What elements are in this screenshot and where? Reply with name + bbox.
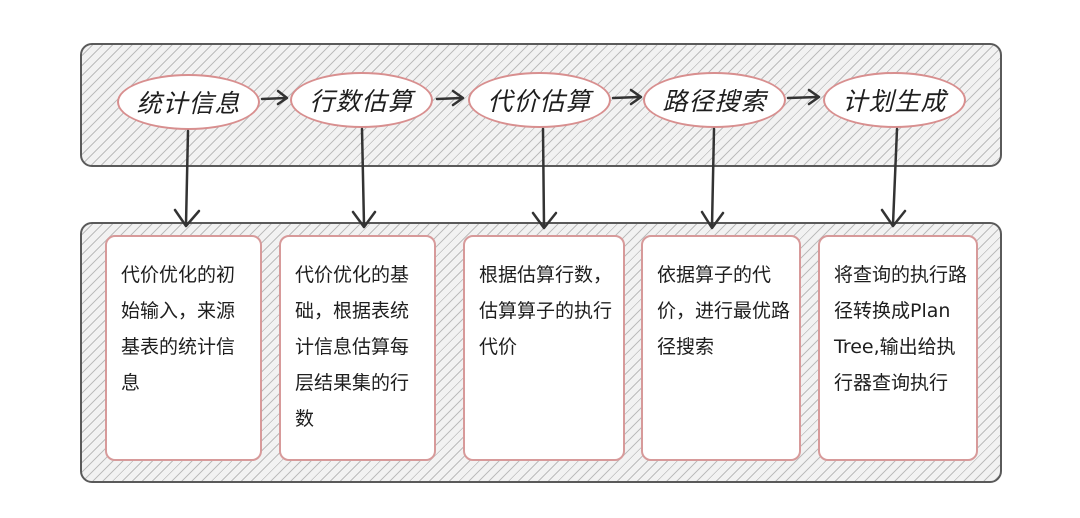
stage-cost-estimation-label: 代价估算 [487,87,592,116]
stage-plan-generation: 计划生成 [823,72,966,128]
stage-cost-estimation: 代价估算 [468,72,611,128]
stage-statistics-label: 统计信息 [136,89,241,118]
stage-row-estimation: 行数估算 [290,72,433,128]
card-row-estimation: 代价优化的基础，根据表统计信息估算每层结果集的行数 [279,235,436,461]
card-path-search-text: 依据算子的代价，进行最优路径搜索 [657,264,791,358]
card-statistics-text: 代价优化的初始输入，来源基表的统计信息 [121,264,236,394]
stage-row-estimation-label: 行数估算 [309,87,414,116]
card-plan-generation-text: 将查询的执行路径转换成Plan Tree,输出给执行器查询执行 [834,264,968,394]
stage-path-search-label: 路径搜索 [662,87,767,116]
stage-plan-generation-label: 计划生成 [842,87,947,116]
card-statistics: 代价优化的初始输入，来源基表的统计信息 [105,235,262,461]
card-cost-estimation: 根据估算行数，估算算子的执行代价 [463,235,625,461]
card-row-estimation-text: 代价优化的基础，根据表统计信息估算每层结果集的行数 [295,264,410,430]
card-cost-estimation-text: 根据估算行数，估算算子的执行代价 [479,264,613,358]
stage-statistics: 统计信息 [117,74,260,130]
stage-path-search: 路径搜索 [643,72,786,128]
card-path-search: 依据算子的代价，进行最优路径搜索 [641,235,801,461]
card-plan-generation: 将查询的执行路径转换成Plan Tree,输出给执行器查询执行 [818,235,978,461]
